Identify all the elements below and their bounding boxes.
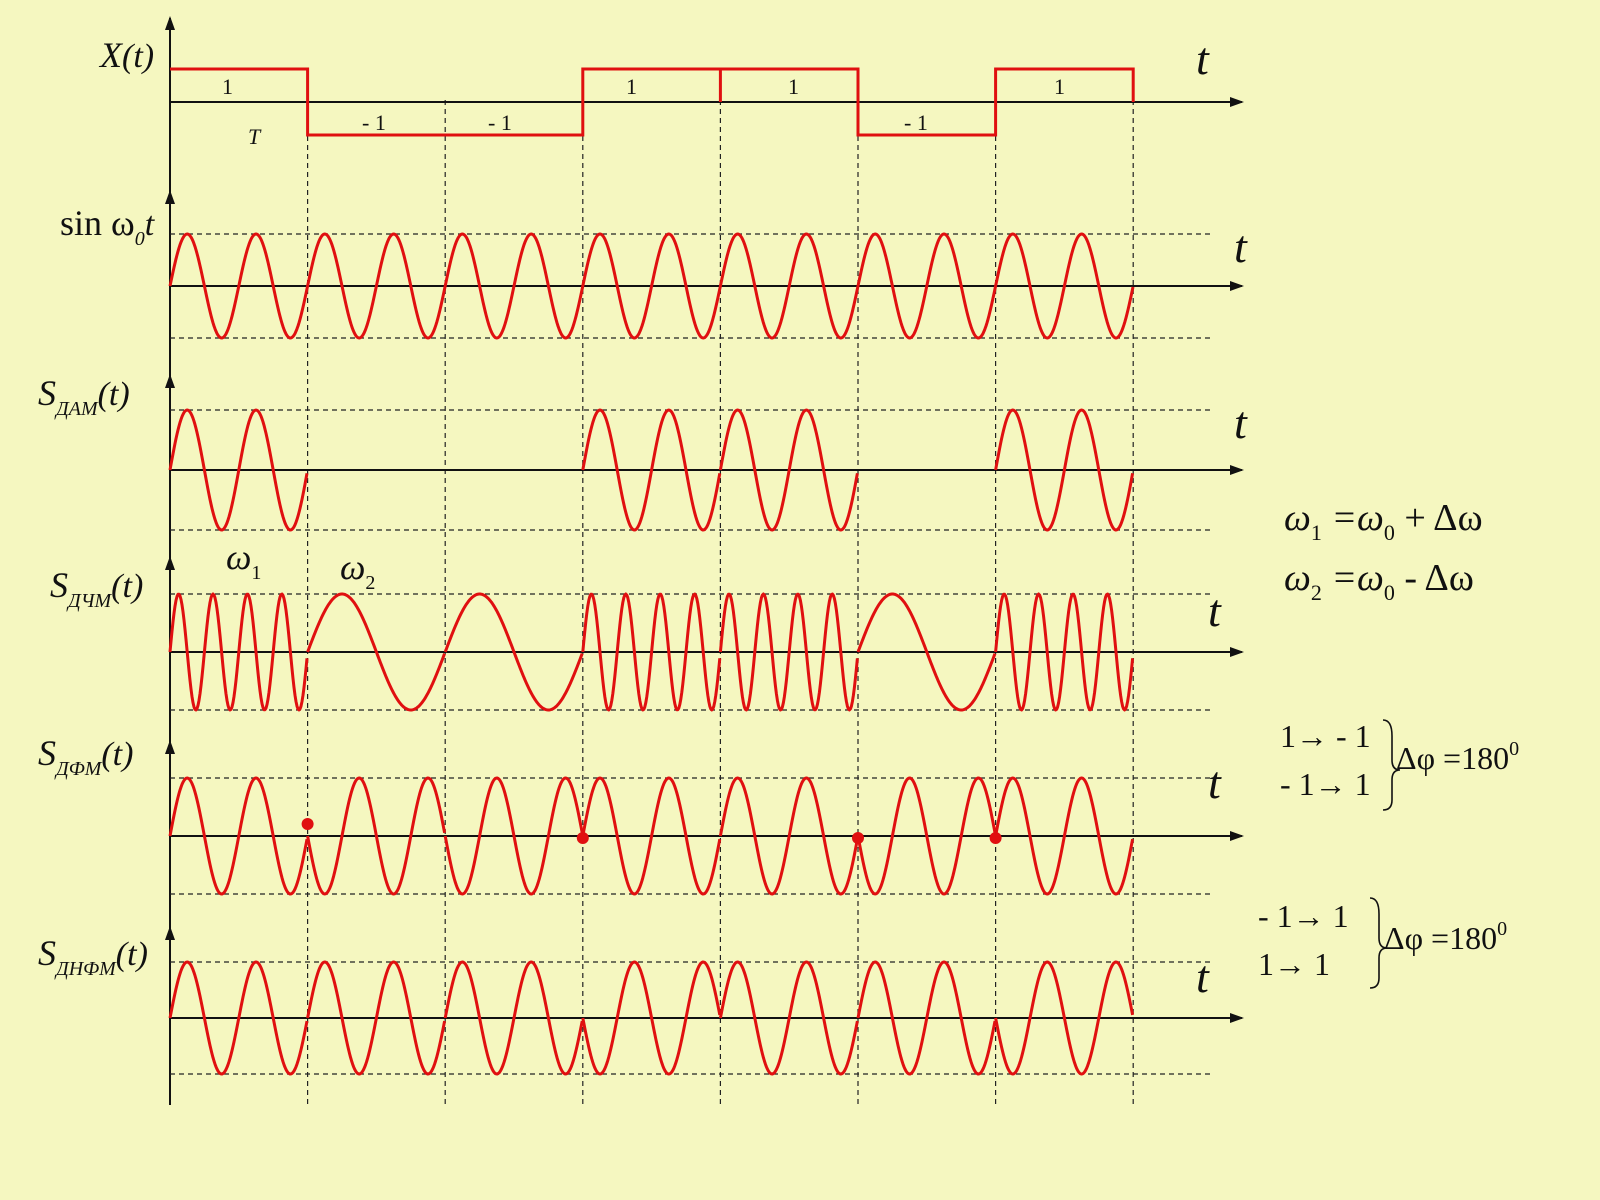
- period-label: T: [248, 124, 261, 149]
- bit-label-7: 1: [1054, 74, 1065, 99]
- dchm-segment-3: [581, 592, 722, 712]
- bit-label-4: 1: [626, 74, 637, 99]
- dnfm-segment-4: [718, 960, 859, 1076]
- dchm-segment-4: [718, 592, 859, 712]
- dnfm-rule-lines: - 1→ 1 1→ 1: [1258, 892, 1349, 988]
- phase-jump-dot: [576, 832, 589, 844]
- dfm-segment-5: [856, 776, 997, 896]
- dchm-segment-6: [994, 592, 1135, 712]
- t-axis-label-x: t: [1196, 33, 1209, 84]
- dnfm-rule-line-2: 1→ 1: [1258, 946, 1330, 982]
- dnfm-segment-6: [994, 960, 1135, 1076]
- label-dnfm: SДНФМ(t): [38, 933, 148, 980]
- bit-label-3: - 1: [488, 110, 512, 135]
- t-axis-label-sin: t: [1234, 221, 1247, 272]
- dnfm-rule-brace: [1369, 897, 1388, 989]
- dnfm-rule-result: Δφ =1800: [1384, 918, 1508, 956]
- dfm-rule-result: Δφ =1800: [1396, 738, 1520, 776]
- bit-label-2: - 1: [362, 110, 386, 135]
- bit-label-5: 1: [788, 74, 799, 99]
- phase-jump-dot: [301, 818, 314, 830]
- t-axis-label-dfm: t: [1208, 757, 1221, 808]
- t-axis-label-dam: t: [1234, 397, 1247, 448]
- dfm-segment-2: [443, 776, 584, 896]
- label-dchm: SДЧМ(t): [50, 565, 144, 612]
- phase-jump-dot: [852, 832, 864, 844]
- dam-burst-4: [718, 408, 859, 532]
- freq-label-w2: ω2: [340, 547, 376, 594]
- dnfm-segment-5: [856, 960, 997, 1076]
- dfm-rule-line-2: - 1→ 1: [1280, 766, 1371, 802]
- phase-jump-dot: [989, 832, 1002, 844]
- dfm-rule-line-1: 1→ - 1: [1280, 718, 1371, 754]
- dfm-segment-1: [306, 776, 447, 896]
- label-dam: SДАМ(t): [38, 373, 130, 420]
- dnfm-segment-0: [168, 960, 309, 1076]
- label-sin: sin ω0t: [60, 203, 155, 250]
- formula-w1: ω1 =ω0 + Δω: [1284, 497, 1483, 545]
- dfm-segment-3: [581, 776, 722, 896]
- dnfm-segment-1: [306, 960, 447, 1076]
- dfm-rule-brace: [1382, 719, 1401, 811]
- t-axis-label-dnfm: t: [1196, 951, 1209, 1002]
- dchm-segment-1: [306, 592, 447, 712]
- t-axis-label-dchm: t: [1208, 585, 1221, 636]
- carrier-wave: [168, 232, 1135, 340]
- dfm-segment-4: [718, 776, 859, 896]
- label-x: X(t): [100, 35, 155, 75]
- dchm-segment-5: [856, 592, 997, 712]
- freq-label-w1: ω1: [226, 537, 262, 584]
- dchm-segment-0: [168, 592, 309, 712]
- dfm-segment-0: [168, 776, 309, 896]
- dam-burst-3: [581, 408, 722, 532]
- bit-label-1: 1: [222, 74, 233, 99]
- dfm-rule-lines: 1→ - 1 - 1→ 1: [1280, 712, 1371, 808]
- dnfm-rule-line-1: - 1→ 1: [1258, 898, 1349, 934]
- dnfm-segment-3: [581, 960, 722, 1076]
- dchm-segment-2: [443, 592, 584, 712]
- label-dfm: SДФМ(t): [38, 733, 134, 780]
- dam-burst-6: [994, 408, 1135, 532]
- dnfm-segment-2: [443, 960, 584, 1076]
- dam-burst-0: [168, 408, 309, 532]
- formula-w2: ω2 =ω0 - Δω: [1284, 557, 1474, 605]
- dfm-segment-6: [994, 776, 1135, 896]
- bit-label-6: - 1: [904, 110, 928, 135]
